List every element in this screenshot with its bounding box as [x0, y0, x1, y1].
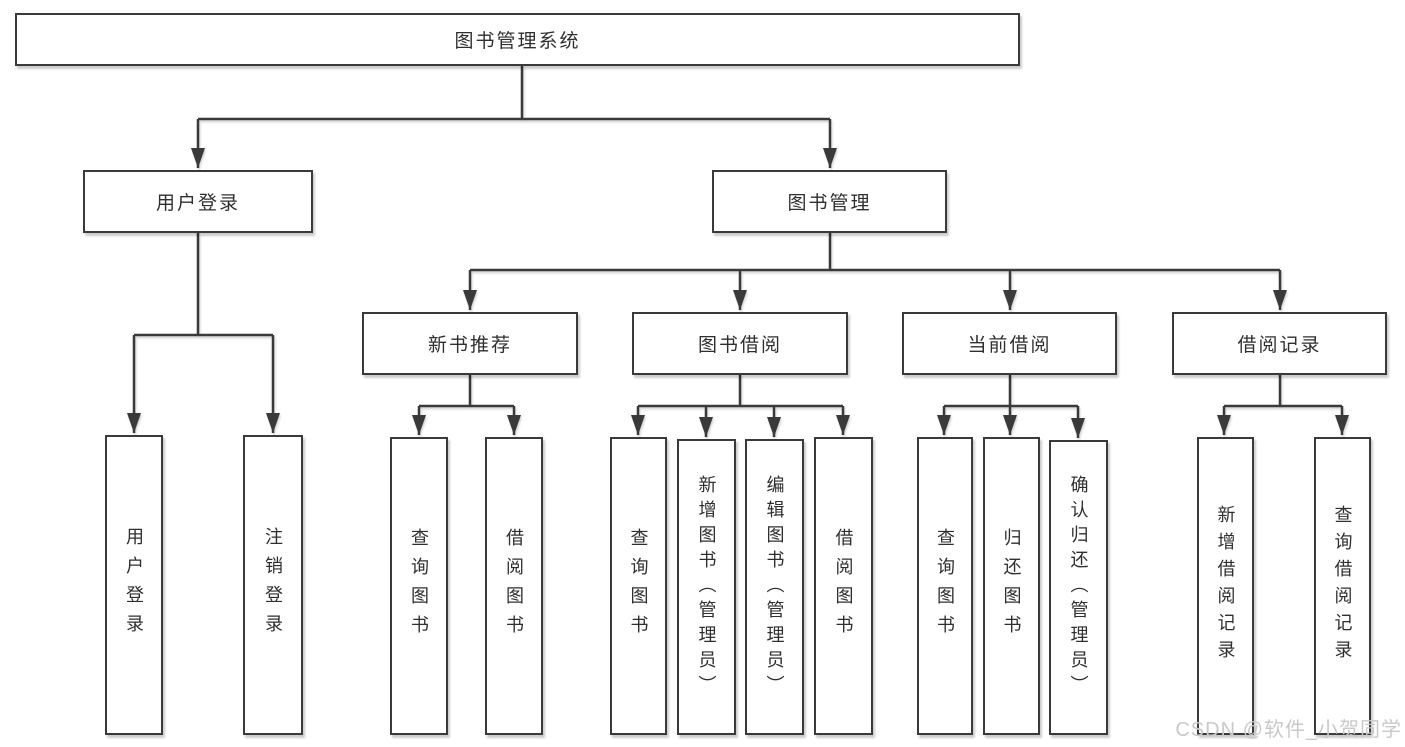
leaf-query-books-a: 查询图书: [390, 437, 448, 735]
leaf-user-login-label: 用户登录: [124, 527, 144, 643]
leaf-confirm-return-admin-label: 确认归还（管理员）: [1068, 475, 1089, 700]
leaf-confirm-return-admin: 确认归还（管理员）: [1049, 440, 1108, 735]
leaf-borrow-books-b-label: 借阅图书: [833, 528, 854, 644]
leaf-edit-books-admin-label: 编辑图书（管理员）: [764, 474, 785, 700]
node-book-management-label: 图书管理: [787, 193, 872, 214]
leaf-query-books-a-label: 查询图书: [409, 528, 429, 644]
node-book-borrowing: 图书借阅: [632, 312, 848, 375]
node-new-book-recommendation: 新书推荐: [362, 312, 578, 375]
node-borrowing-records-label: 借阅记录: [1237, 335, 1322, 356]
node-user-login: 用户登录: [83, 170, 313, 233]
leaf-add-borrow-record-label: 新增借阅记录: [1215, 505, 1236, 667]
node-new-book-recommendation-label: 新书推荐: [427, 335, 512, 356]
leaf-add-borrow-record: 新增借阅记录: [1197, 437, 1254, 735]
leaf-query-books-b: 查询图书: [610, 437, 667, 735]
node-current-borrowing-label: 当前借阅: [967, 335, 1052, 356]
leaf-edit-books-admin: 编辑图书（管理员）: [745, 439, 804, 735]
leaf-query-borrow-record-label: 查询借阅记录: [1332, 505, 1353, 667]
node-book-management: 图书管理: [712, 170, 947, 233]
leaf-query-borrow-record: 查询借阅记录: [1314, 437, 1371, 735]
leaf-query-books-c-label: 查询图书: [935, 528, 955, 644]
node-borrowing-records: 借阅记录: [1172, 312, 1387, 375]
leaf-return-books: 归还图书: [983, 437, 1040, 735]
leaf-return-books-label: 归还图书: [1001, 528, 1022, 644]
node-user-login-label: 用户登录: [155, 193, 240, 214]
node-book-borrowing-label: 图书借阅: [697, 335, 782, 356]
leaf-logout: 注销登录: [243, 435, 303, 735]
leaf-logout-label: 注销登录: [263, 527, 283, 643]
leaf-query-books-b-label: 查询图书: [628, 528, 649, 644]
node-root: 图书管理系统: [15, 13, 1020, 66]
leaf-borrow-books-a-label: 借阅图书: [504, 528, 524, 644]
csdn-watermark: CSDN @软件_小贺同学: [1175, 719, 1402, 741]
leaf-borrow-books-a: 借阅图书: [485, 437, 543, 735]
node-current-borrowing: 当前借阅: [902, 312, 1117, 375]
leaf-add-books-admin: 新增图书（管理员）: [677, 439, 736, 735]
leaf-user-login: 用户登录: [105, 435, 163, 735]
leaf-borrow-books-b: 借阅图书: [814, 437, 873, 735]
node-root-label: 图书管理系统: [454, 31, 581, 52]
leaf-query-books-c: 查询图书: [917, 437, 973, 735]
leaf-add-books-admin-label: 新增图书（管理员）: [696, 474, 717, 700]
